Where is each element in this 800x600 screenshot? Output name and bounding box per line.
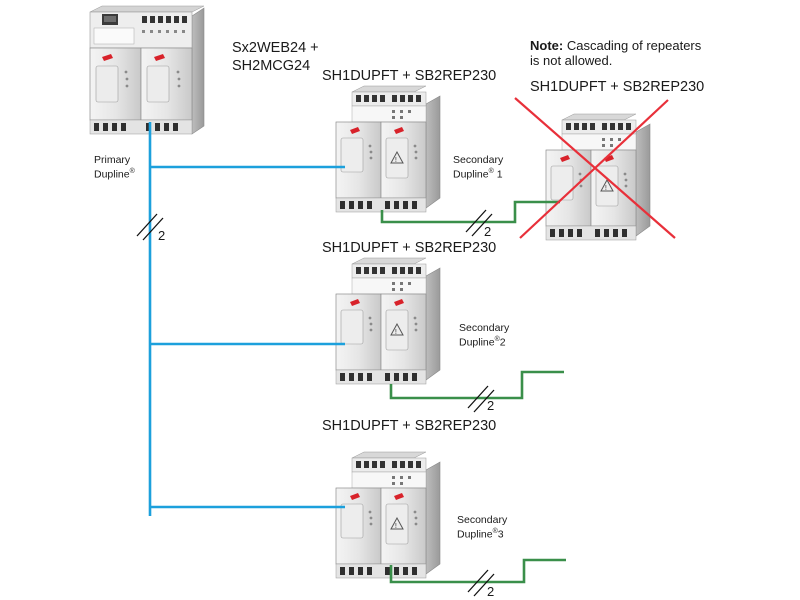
repeater-3-label-line2: Dupline®3 [457, 528, 504, 541]
repeater-1-wire-count: 2 [484, 224, 492, 239]
repeater-2-label-line2: Dupline®2 [459, 336, 506, 349]
secondary-dupline-buses [380, 200, 566, 584]
primary-bus-label-line2: Dupline® [94, 168, 135, 181]
repeater-module-cascaded [545, 113, 651, 241]
note-line1: Note: Cascading of repeaters [530, 38, 702, 53]
not-allowed-cross [514, 97, 676, 239]
repeater-2-model: SH1DUPFT + SB2REP230 [322, 240, 497, 256]
secondary-bus-3 [389, 558, 566, 584]
repeater-1-label-line2: Dupline® 1 [453, 168, 503, 181]
repeater-module-3 [335, 451, 441, 579]
primary-wire-count: 2 [158, 228, 166, 243]
primary-dupline-bus [148, 122, 345, 516]
repeater-1-label-line1: Secondary [453, 154, 504, 166]
repeater-1-model: SH1DUPFT + SB2REP230 [322, 68, 497, 84]
note-line2: is not allowed. [530, 53, 613, 68]
repeater-module-2 [335, 257, 441, 385]
master-model-line2: SH2MCG24 [232, 58, 311, 74]
repeater-3-model: SH1DUPFT + SB2REP230 [322, 418, 497, 434]
wire-count-ticks [136, 209, 495, 597]
cascaded-repeater-model: SH1DUPFT + SB2REP230 [530, 79, 705, 95]
repeater-2-wire-count: 2 [487, 398, 495, 413]
secondary-bus-2 [389, 370, 564, 400]
primary-bus-label-line1: Primary [94, 154, 131, 166]
master-module [89, 5, 205, 135]
repeater-2-label-line1: Secondary [459, 322, 510, 334]
repeater-3-wire-count: 2 [487, 584, 495, 599]
master-model-line1: Sx2WEB24 + [232, 40, 319, 56]
secondary-bus-1 [380, 200, 560, 224]
repeater-module-1 [335, 85, 441, 213]
repeater-3-label-line1: Secondary [457, 514, 508, 526]
